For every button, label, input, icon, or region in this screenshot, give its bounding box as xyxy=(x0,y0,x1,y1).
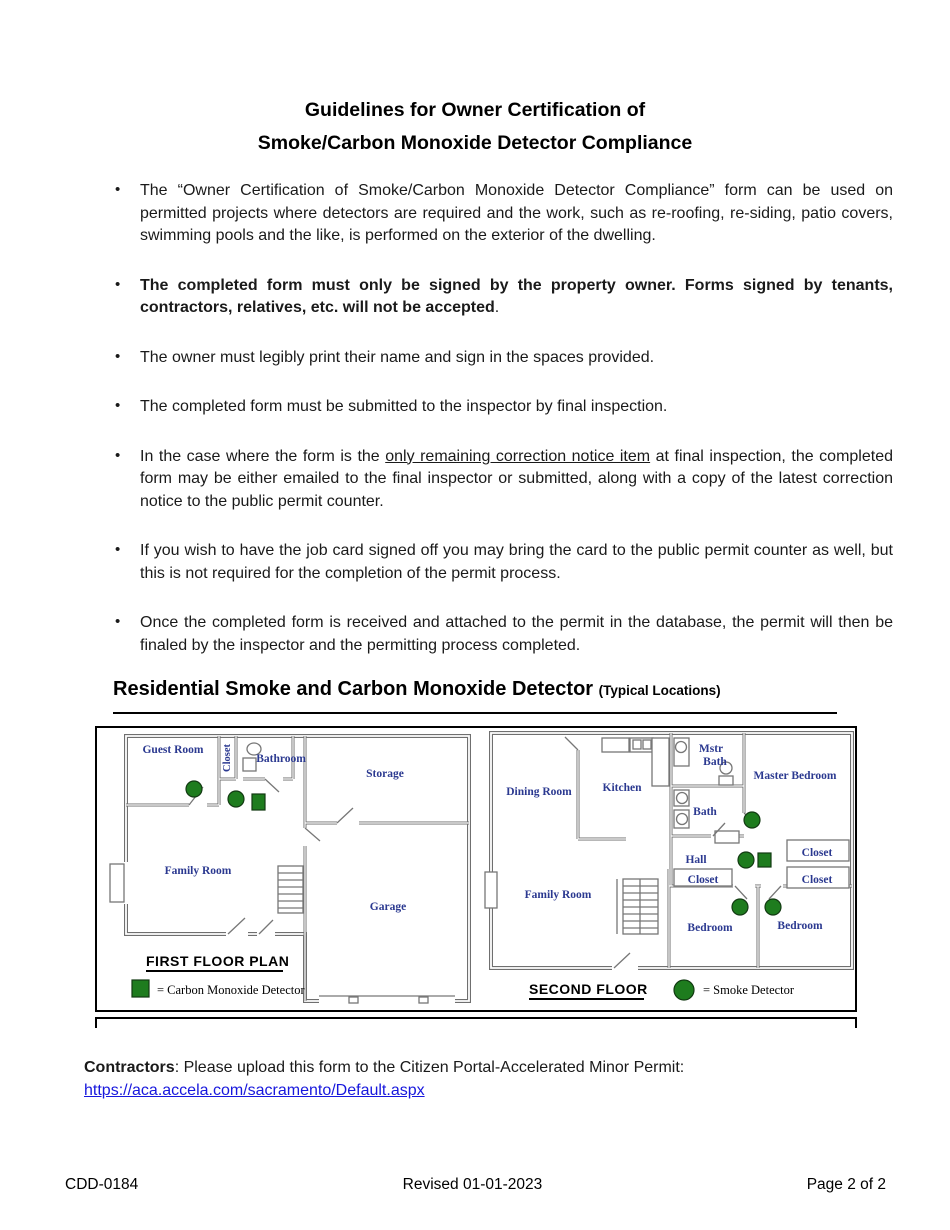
bullet-marker: • xyxy=(115,181,121,198)
co-detector-icon xyxy=(251,793,266,811)
room-label-bathroom: Bathroom xyxy=(256,753,306,765)
contractors-note: Contractors: Please upload this form to … xyxy=(84,1056,950,1102)
co-detector-legend-icon xyxy=(131,979,150,998)
cropped-box-edge xyxy=(95,1017,857,1028)
citizen-portal-link[interactable]: https://aca.accela.com/sacramento/Defaul… xyxy=(84,1082,425,1099)
guidelines-list: • The “Owner Certification of Smoke/Carb… xyxy=(113,180,893,657)
room-label-storage: Storage xyxy=(366,768,404,780)
bullet-marker: • xyxy=(115,446,121,464)
bullet-text: If you wish to have the job card signed … xyxy=(140,542,893,582)
room-label-closet-b: Closet xyxy=(802,874,833,886)
bullet-item: • The completed form must be submitted t… xyxy=(113,396,893,419)
garage-door-tab xyxy=(348,996,359,1004)
garage-door-gap xyxy=(319,996,455,1006)
bullet-marker: • xyxy=(115,541,121,558)
room-label-mstr-bath-1: Mstr xyxy=(699,743,723,755)
footer-form-number: CDD-0184 xyxy=(65,1176,139,1193)
door-gap xyxy=(612,963,638,973)
room-label-bedroom-a: Bedroom xyxy=(687,922,733,934)
closet-b xyxy=(786,866,850,889)
toilet-icon xyxy=(246,742,262,756)
smoke-detector-legend-label: = Smoke Detector xyxy=(703,983,795,997)
first-floor-title: FIRST FLOOR PLAN xyxy=(146,953,289,969)
room-label-closet-c: Closet xyxy=(688,874,719,886)
floorplan-figure: Guest Room Closet Bathroom Storage Famil… xyxy=(95,726,857,1012)
room-label-family-2: Family Room xyxy=(525,889,592,901)
room-label-closet-a: Closet xyxy=(802,847,833,859)
room-label-kitchen: Kitchen xyxy=(603,782,643,794)
room-label-master-bedroom: Master Bedroom xyxy=(754,770,837,782)
co-detector-icon xyxy=(757,852,772,868)
bullet-text: The “Owner Certification of Smoke/Carbon… xyxy=(140,182,893,244)
room-label-dining: Dining Room xyxy=(506,786,572,798)
co-detector-legend-label: = Carbon Monoxide Detector xyxy=(157,983,305,997)
bullet-item: • The “Owner Certification of Smoke/Carb… xyxy=(113,180,893,248)
page-title: Guidelines for Owner Certification of Sm… xyxy=(0,94,950,160)
section-heading-qualifier: (Typical Locations) xyxy=(598,683,721,698)
room-label-bedroom-b: Bedroom xyxy=(777,920,823,932)
bullet-item: • In the case where the form is the only… xyxy=(113,446,893,514)
bullet-text: . xyxy=(494,299,500,316)
closet-c xyxy=(673,868,733,887)
section-heading: Residential Smoke and Carbon Monoxide De… xyxy=(113,676,950,704)
page-title-line2: Smoke/Carbon Monoxide Detector Complianc… xyxy=(257,132,693,154)
contractors-label: Contractors xyxy=(84,1059,175,1076)
smoke-detector-icon xyxy=(227,790,245,808)
bath-fixtures xyxy=(673,789,690,829)
heading-rule xyxy=(113,712,837,714)
window-icon xyxy=(484,871,498,909)
room-label-hall: Hall xyxy=(685,854,706,866)
room-label-closet: Closet xyxy=(222,744,233,772)
section-heading-text: Residential Smoke and Carbon Monoxide De… xyxy=(113,678,594,700)
bullet-marker: • xyxy=(115,275,121,293)
room-label-garage: Garage xyxy=(370,901,406,913)
garage-door-tab xyxy=(418,996,429,1004)
bullet-text: The owner must legibly print their name … xyxy=(140,348,655,366)
smoke-detector-icon xyxy=(737,851,755,869)
door-threshold xyxy=(714,830,740,844)
sink-icon xyxy=(242,757,257,772)
bullet-item: • The owner must legibly print their nam… xyxy=(113,347,893,370)
master-bath-fixtures xyxy=(673,737,734,786)
smoke-detector-icon xyxy=(743,811,761,829)
bullet-marker: • xyxy=(115,613,121,630)
bullet-text: at final inspection, the completed form … xyxy=(140,447,893,510)
door-swings xyxy=(188,778,354,935)
window-icon xyxy=(109,863,125,903)
bullet-text: Once the completed form is received and … xyxy=(140,614,893,654)
bullet-marker: • xyxy=(115,347,121,365)
smoke-detector-icon xyxy=(764,898,782,916)
window-gap xyxy=(121,862,131,904)
closet-a xyxy=(786,839,850,862)
smoke-detector-icon xyxy=(185,780,203,798)
bullet-text-underlined: only remaining correction notice item xyxy=(385,447,651,465)
room-label-mstr-bath-2: Bath xyxy=(703,756,727,768)
footer-revision-date: Revised 01-01-2023 xyxy=(402,1176,543,1193)
contractors-text: : Please upload this form to the Citizen… xyxy=(174,1059,685,1076)
footer-page-number: Page 2 of 2 xyxy=(806,1176,886,1193)
bullet-marker: • xyxy=(115,397,121,414)
stairs-icon xyxy=(277,865,304,914)
bullet-text-bold: The completed form must only be signed b… xyxy=(140,276,893,317)
floorplan-svg: Guest Room Closet Bathroom Storage Famil… xyxy=(109,731,854,1006)
room-label-family: Family Room xyxy=(165,865,232,877)
bullet-text: The completed form must be submitted to … xyxy=(140,398,668,415)
bullet-text: In the case where the form is the xyxy=(140,447,386,465)
stairs-icon xyxy=(616,878,659,935)
bullet-item: • The completed form must only be signed… xyxy=(113,275,893,320)
door-gap xyxy=(257,929,275,939)
smoke-detector-legend-icon xyxy=(673,979,695,1001)
room-label-bath: Bath xyxy=(693,806,717,818)
smoke-detector-icon xyxy=(731,898,749,916)
second-floor-plan: Dining Room Kitchen Mstr Bath Master Bed… xyxy=(484,731,854,1001)
second-floor-title: SECOND FLOOR xyxy=(529,981,648,997)
page-footer: CDD-0184 Revised 01-01-2023 Page 2 of 2 xyxy=(65,1176,886,1194)
bullet-item: • Once the completed form is received an… xyxy=(113,612,893,657)
first-floor-plan: Guest Room Closet Bathroom Storage Famil… xyxy=(109,734,471,1006)
bullet-item: • If you wish to have the job card signe… xyxy=(113,540,893,585)
kitchen-counter-icon xyxy=(601,737,670,787)
room-label-guest: Guest Room xyxy=(142,744,203,756)
door-gap xyxy=(226,929,248,939)
page-title-line1: Guidelines for Owner Certification of xyxy=(304,99,646,121)
